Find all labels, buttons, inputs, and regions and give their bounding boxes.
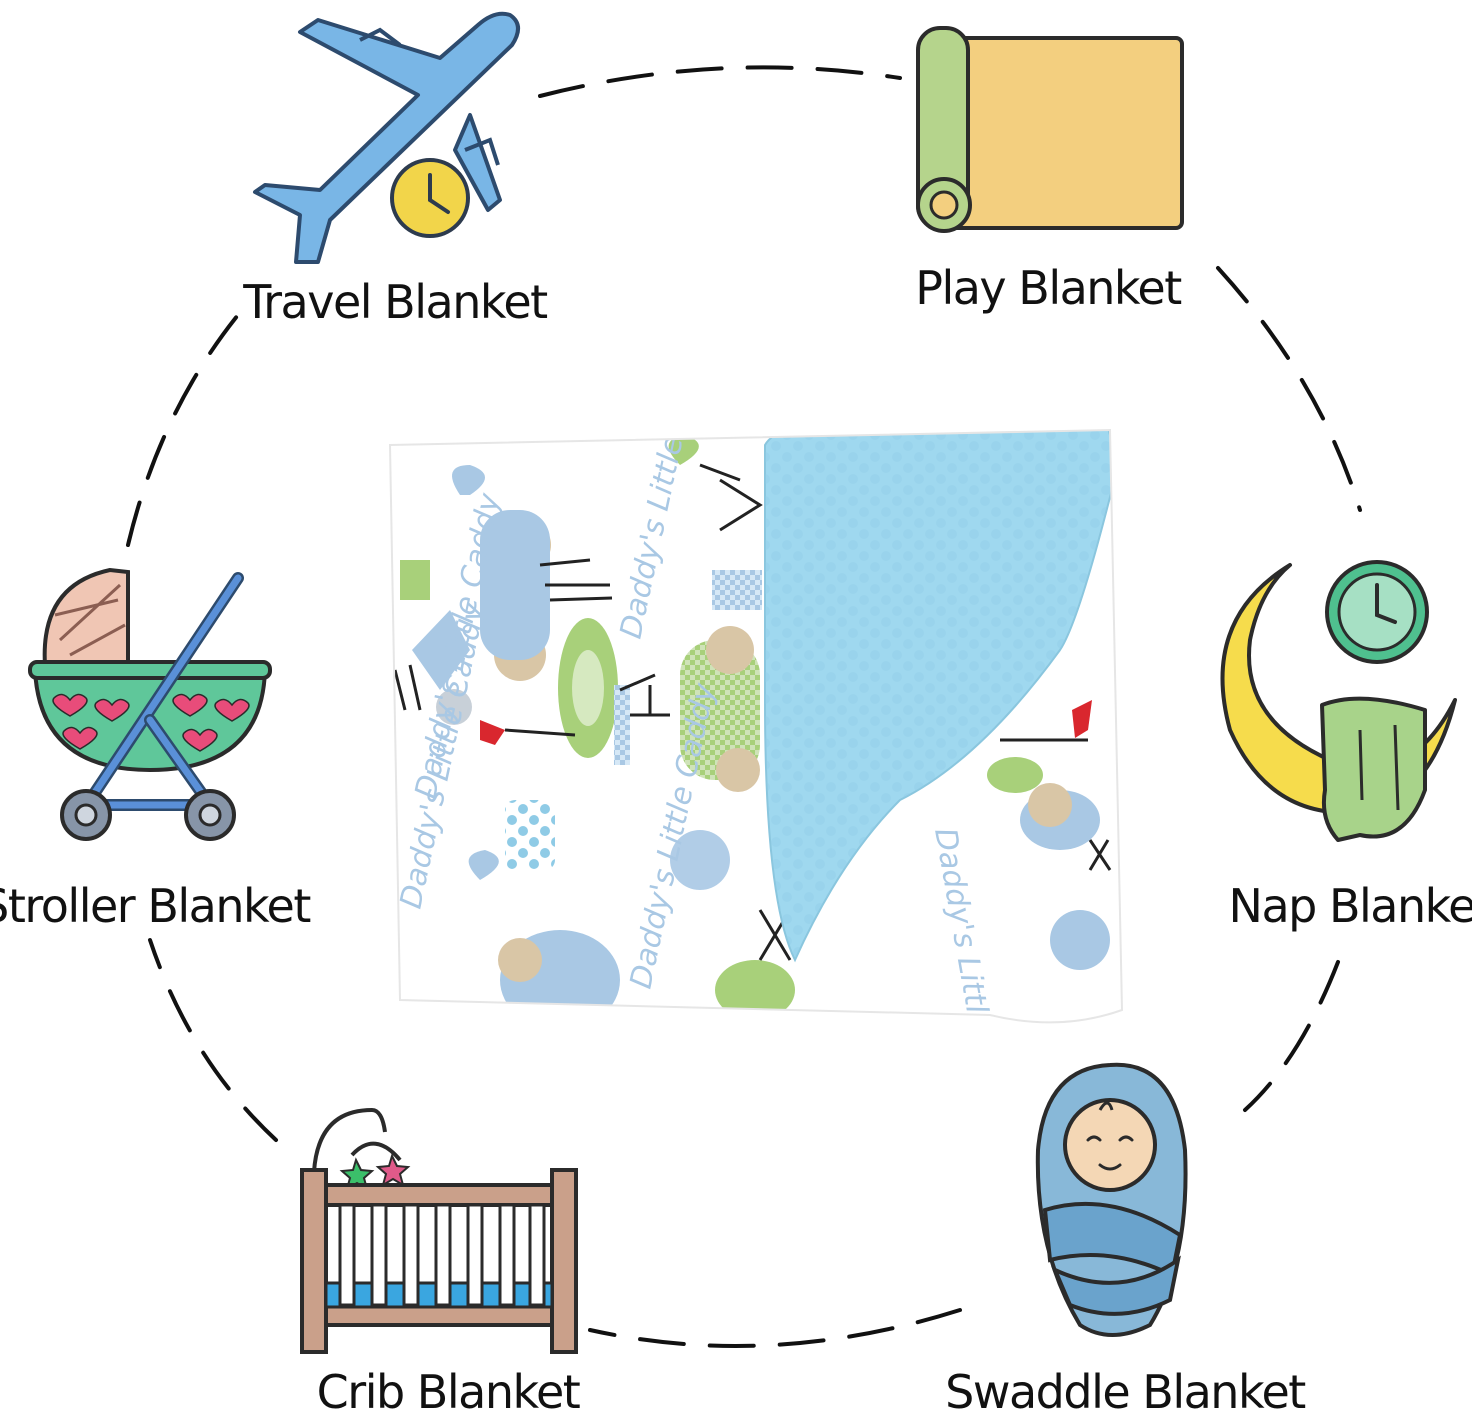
dashed-circle-path <box>126 65 1362 1348</box>
baby-stroller-icon <box>28 567 272 841</box>
usage-label-crib: Crib Blanket <box>317 1365 580 1419</box>
rolled-mat-icon <box>916 26 1184 233</box>
usage-label-play: Play Blanket <box>915 261 1181 315</box>
baby-crib-icon <box>300 1107 578 1354</box>
usage-label-stroller: Stroller Blanket <box>0 879 310 933</box>
usage-labels: Travel Blanket Play Blanket Stroller Bla… <box>0 261 1472 1419</box>
usage-label-nap: Nap Blanket <box>1229 879 1472 933</box>
moon-clock-icon <box>1220 560 1457 842</box>
usage-label-swaddle: Swaddle Blanket <box>945 1365 1305 1419</box>
swaddled-baby-icon <box>1035 1062 1188 1337</box>
usage-label-travel: Travel Blanket <box>242 275 547 329</box>
product-blanket-photo: Daddy's Little Caddy Daddy's Little Cadd… <box>388 428 1124 1024</box>
airplane-clock-icon <box>253 11 520 264</box>
